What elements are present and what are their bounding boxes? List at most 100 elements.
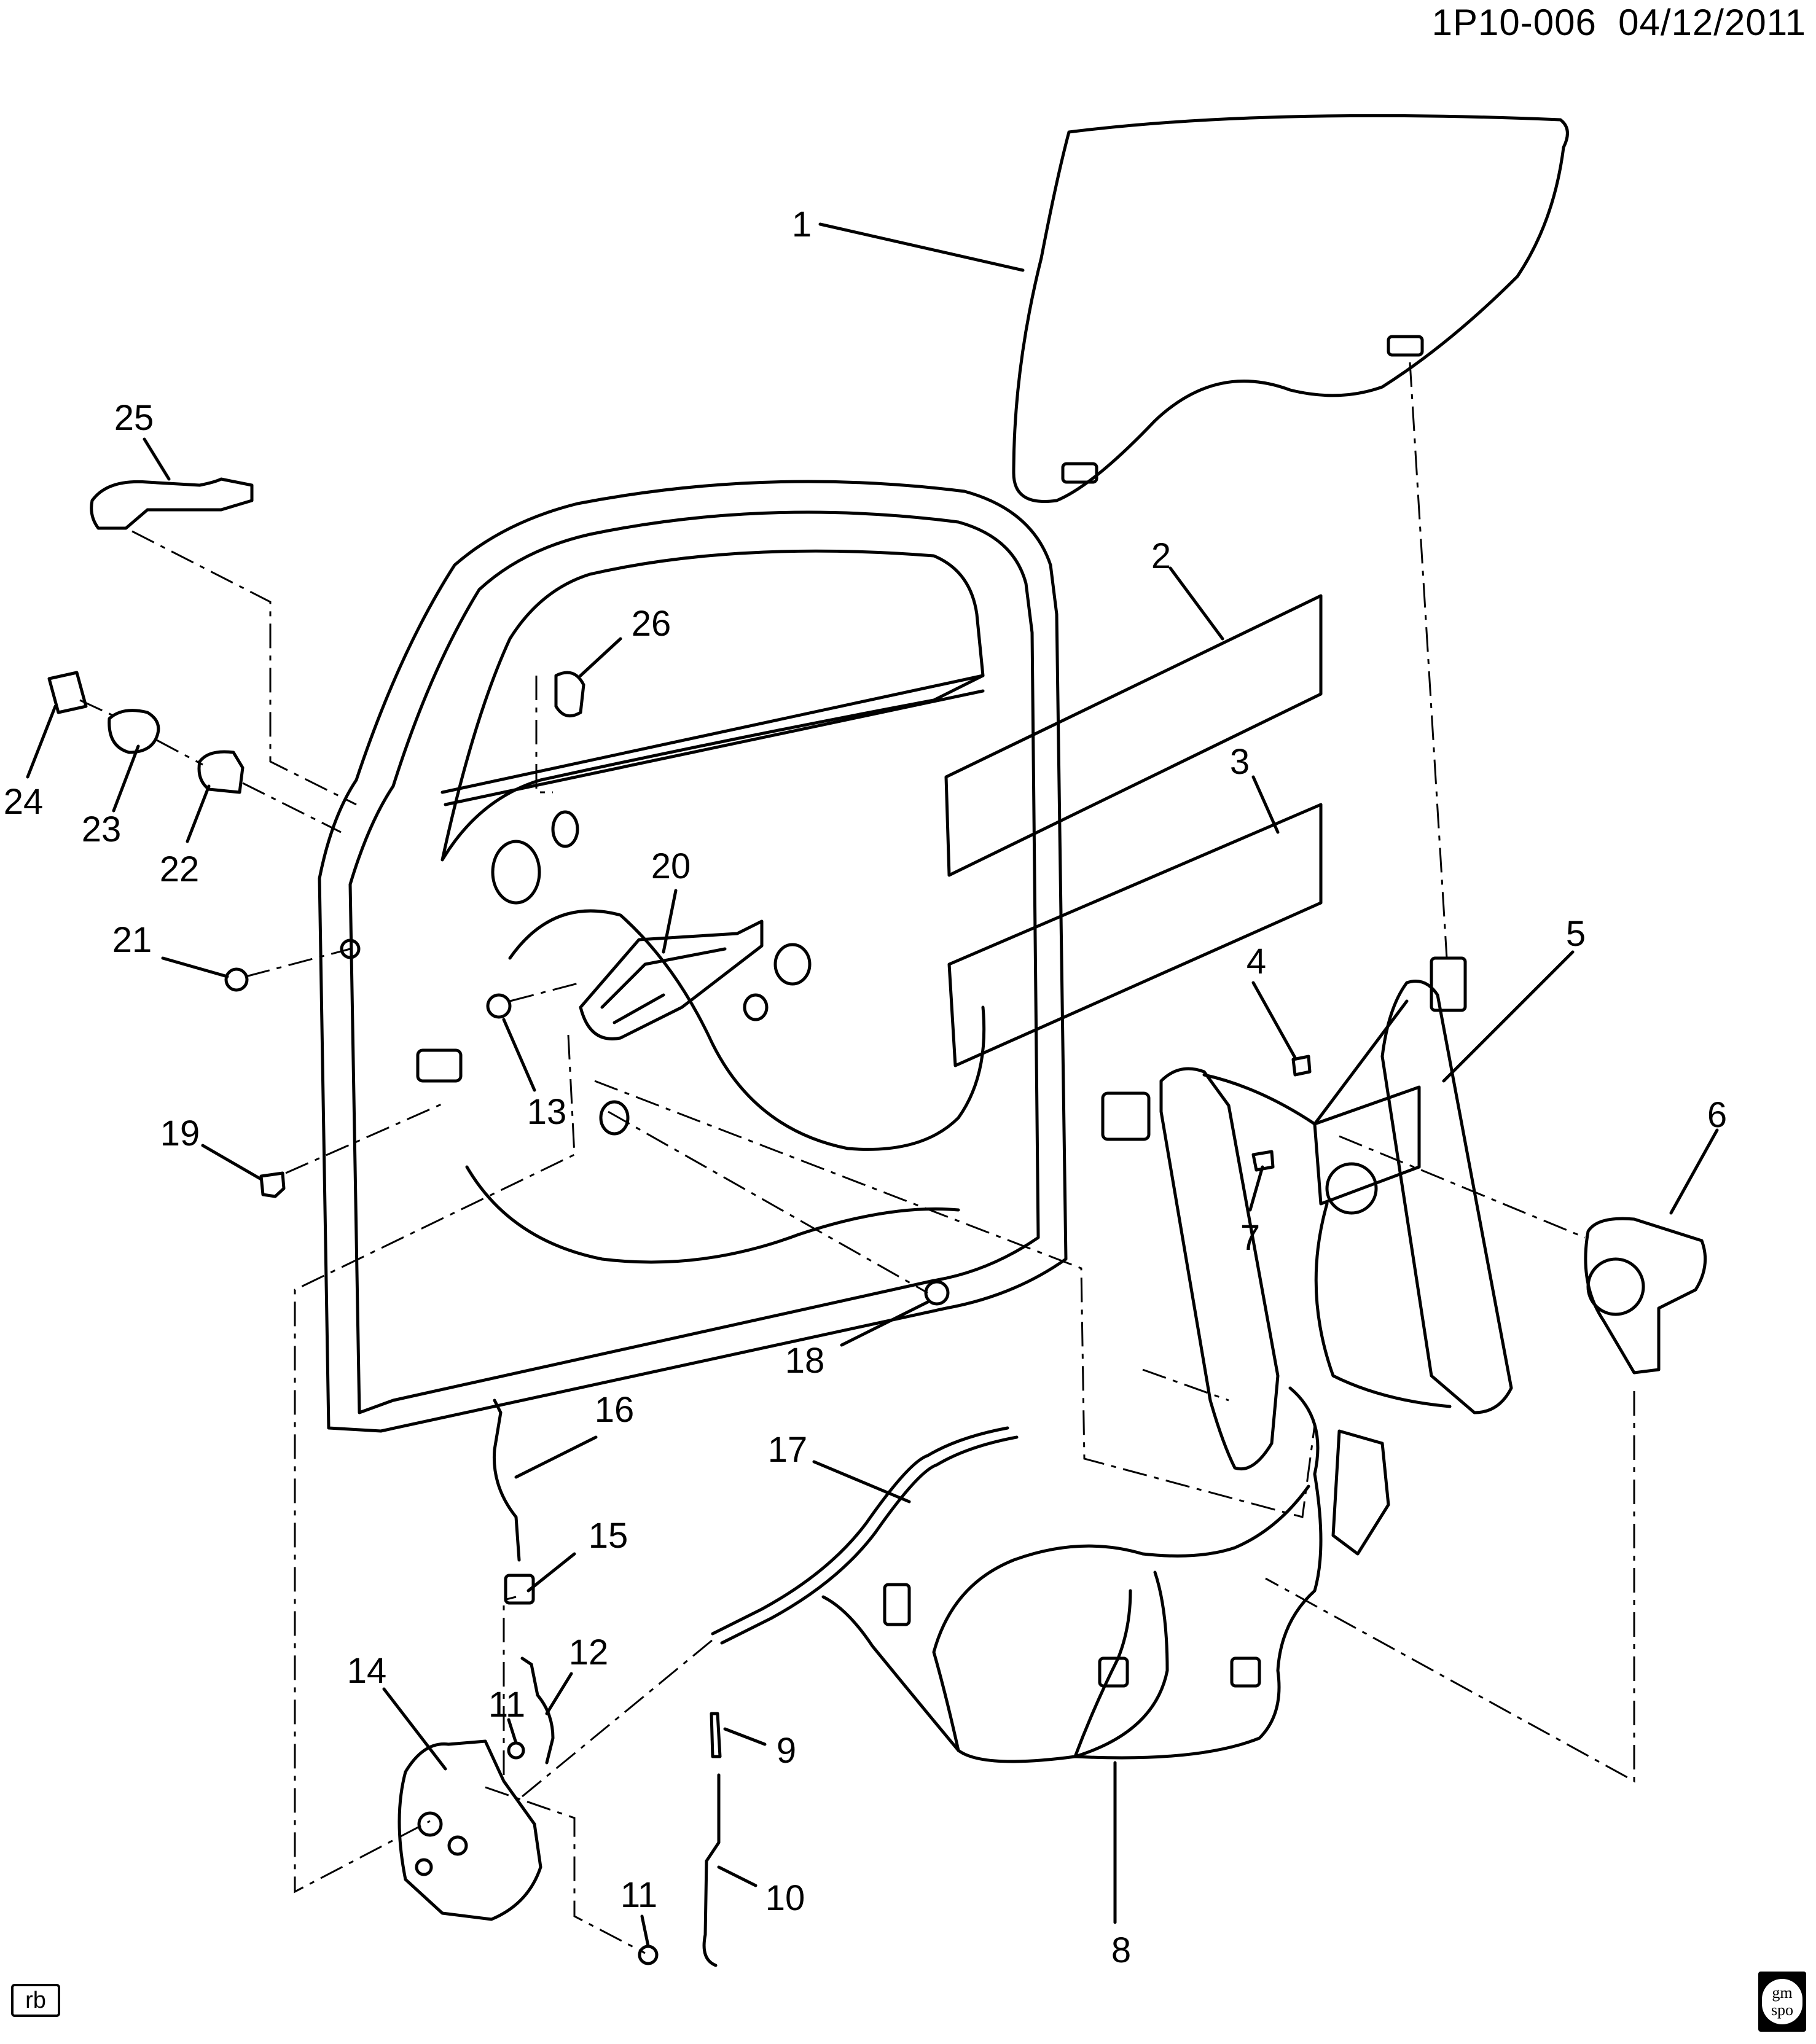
access-hole-1	[491, 840, 541, 905]
guide-latch-to-cable	[522, 1639, 713, 1798]
access-plug	[554, 671, 585, 718]
callout-25: 25	[114, 398, 154, 438]
callout-3: 3	[1230, 742, 1250, 782]
callout-11-upper: 11	[488, 1685, 525, 1725]
gm-spo-logo: gm spo	[1758, 1972, 1806, 2032]
door-mount-hole	[340, 938, 361, 959]
lock-rod-lower	[702, 1773, 721, 1967]
leader-13	[502, 1018, 536, 1092]
leader-24	[26, 704, 57, 779]
artist-initials-box: rb	[11, 1984, 60, 2017]
regulator-bolt-upper	[1291, 1055, 1312, 1077]
guide-latch-box	[294, 1034, 576, 1894]
callout-8: 8	[1111, 1930, 1131, 1970]
window-regulator-front-rail	[1159, 1067, 1280, 1471]
guide-nut	[509, 981, 581, 1002]
belt-molding	[440, 674, 985, 806]
leader-21	[161, 956, 229, 978]
leader-18	[840, 1300, 930, 1347]
rod-spring	[710, 1712, 722, 1758]
window-regulator-rear-rail	[1380, 980, 1513, 1414]
regulator-connector-left	[1101, 1091, 1151, 1141]
callout-24: 24	[4, 782, 44, 822]
callout-9: 9	[777, 1731, 796, 1771]
guide-panel-to-nut	[608, 1110, 928, 1294]
guide-plug	[535, 676, 553, 794]
leader-4	[1251, 981, 1297, 1059]
callout-11-lower: 11	[620, 1875, 657, 1915]
harness-connector-3	[1230, 1656, 1261, 1688]
callout-13: 13	[527, 1092, 567, 1132]
handle-bezel	[197, 750, 245, 794]
logo-line-gm: gm	[1772, 1984, 1793, 2002]
callout-18: 18	[785, 1341, 825, 1381]
lock-cable	[711, 1426, 1009, 1636]
guide-bolt	[285, 1101, 446, 1174]
access-hole-4	[743, 993, 769, 1021]
leader-22	[186, 784, 211, 843]
guide-handle-to-door	[131, 530, 357, 806]
leader-11-upper	[507, 1718, 518, 1745]
leader-2	[1168, 566, 1224, 641]
wiring-harness-branch-b	[1073, 1570, 1169, 1758]
door-latch-detail-1	[417, 1811, 443, 1837]
callout-16: 16	[595, 1390, 635, 1430]
access-hole-3	[773, 943, 812, 986]
inside-handle-detail	[600, 947, 727, 1024]
leader-16	[514, 1435, 598, 1479]
callout-4: 4	[1247, 942, 1266, 981]
callout-22: 22	[160, 849, 200, 889]
callout-19: 19	[160, 1114, 200, 1153]
access-hole-5	[599, 1100, 630, 1136]
guide-grommet	[245, 948, 351, 978]
artist-initials: rb	[25, 1987, 46, 2013]
glass-clip-right	[1387, 335, 1424, 357]
harness-connector-2	[1098, 1656, 1129, 1688]
wiring-harness-branch-a	[932, 1484, 1310, 1752]
rod-clip-small-upper	[507, 1741, 525, 1760]
diagram-header: 1P10-006 04/12/2011	[1432, 1, 1806, 44]
door-frame-outer	[318, 480, 1068, 1433]
guide-latch-to-lower-clip	[485, 1786, 646, 1954]
outside-handle	[90, 477, 254, 530]
door-sheet-lower	[947, 803, 1323, 1067]
callout-5: 5	[1566, 914, 1586, 954]
access-hole-2	[551, 810, 579, 848]
guide-cap-cylinder	[79, 699, 342, 833]
leader-5	[1442, 950, 1575, 1083]
window-glass	[1012, 114, 1569, 503]
harness-connector-1	[883, 1583, 911, 1626]
lock-cylinder	[108, 709, 160, 754]
window-regulator-lift-plate	[1313, 1085, 1421, 1206]
callout-21: 21	[112, 920, 152, 960]
leader-23	[112, 744, 140, 813]
callout-14: 14	[347, 1651, 387, 1691]
callout-20: 20	[651, 846, 691, 886]
leader-3	[1251, 775, 1280, 834]
leader-9	[723, 1727, 767, 1746]
door-latch-detail-2	[447, 1835, 468, 1856]
leader-17	[812, 1460, 911, 1504]
leader-10	[717, 1865, 757, 1887]
leader-12	[545, 1672, 573, 1715]
guide-glass-to-regulator	[1409, 362, 1448, 959]
door-latch	[397, 1739, 542, 1921]
guide-latch-to-clip	[503, 1596, 517, 1775]
callout-12: 12	[569, 1632, 609, 1672]
leader-7	[1248, 1165, 1264, 1212]
inner-panel-contour-a	[508, 909, 986, 1151]
diagram-date: 04/12/2011	[1618, 2, 1806, 43]
leader-25	[143, 437, 171, 481]
leader-19	[201, 1144, 263, 1181]
handle-end-cap	[47, 671, 88, 714]
callout-6: 6	[1707, 1095, 1727, 1135]
callout-26: 26	[632, 604, 671, 644]
leader-11-lower	[640, 1914, 650, 1948]
callout-2: 2	[1151, 536, 1171, 576]
window-regulator-motor-mount	[1325, 1162, 1378, 1215]
retainer-nut	[486, 993, 512, 1019]
door-sheet-upper	[944, 594, 1323, 877]
guide-motor-to-harness	[1265, 1391, 1635, 1783]
callout-23: 23	[82, 809, 122, 849]
